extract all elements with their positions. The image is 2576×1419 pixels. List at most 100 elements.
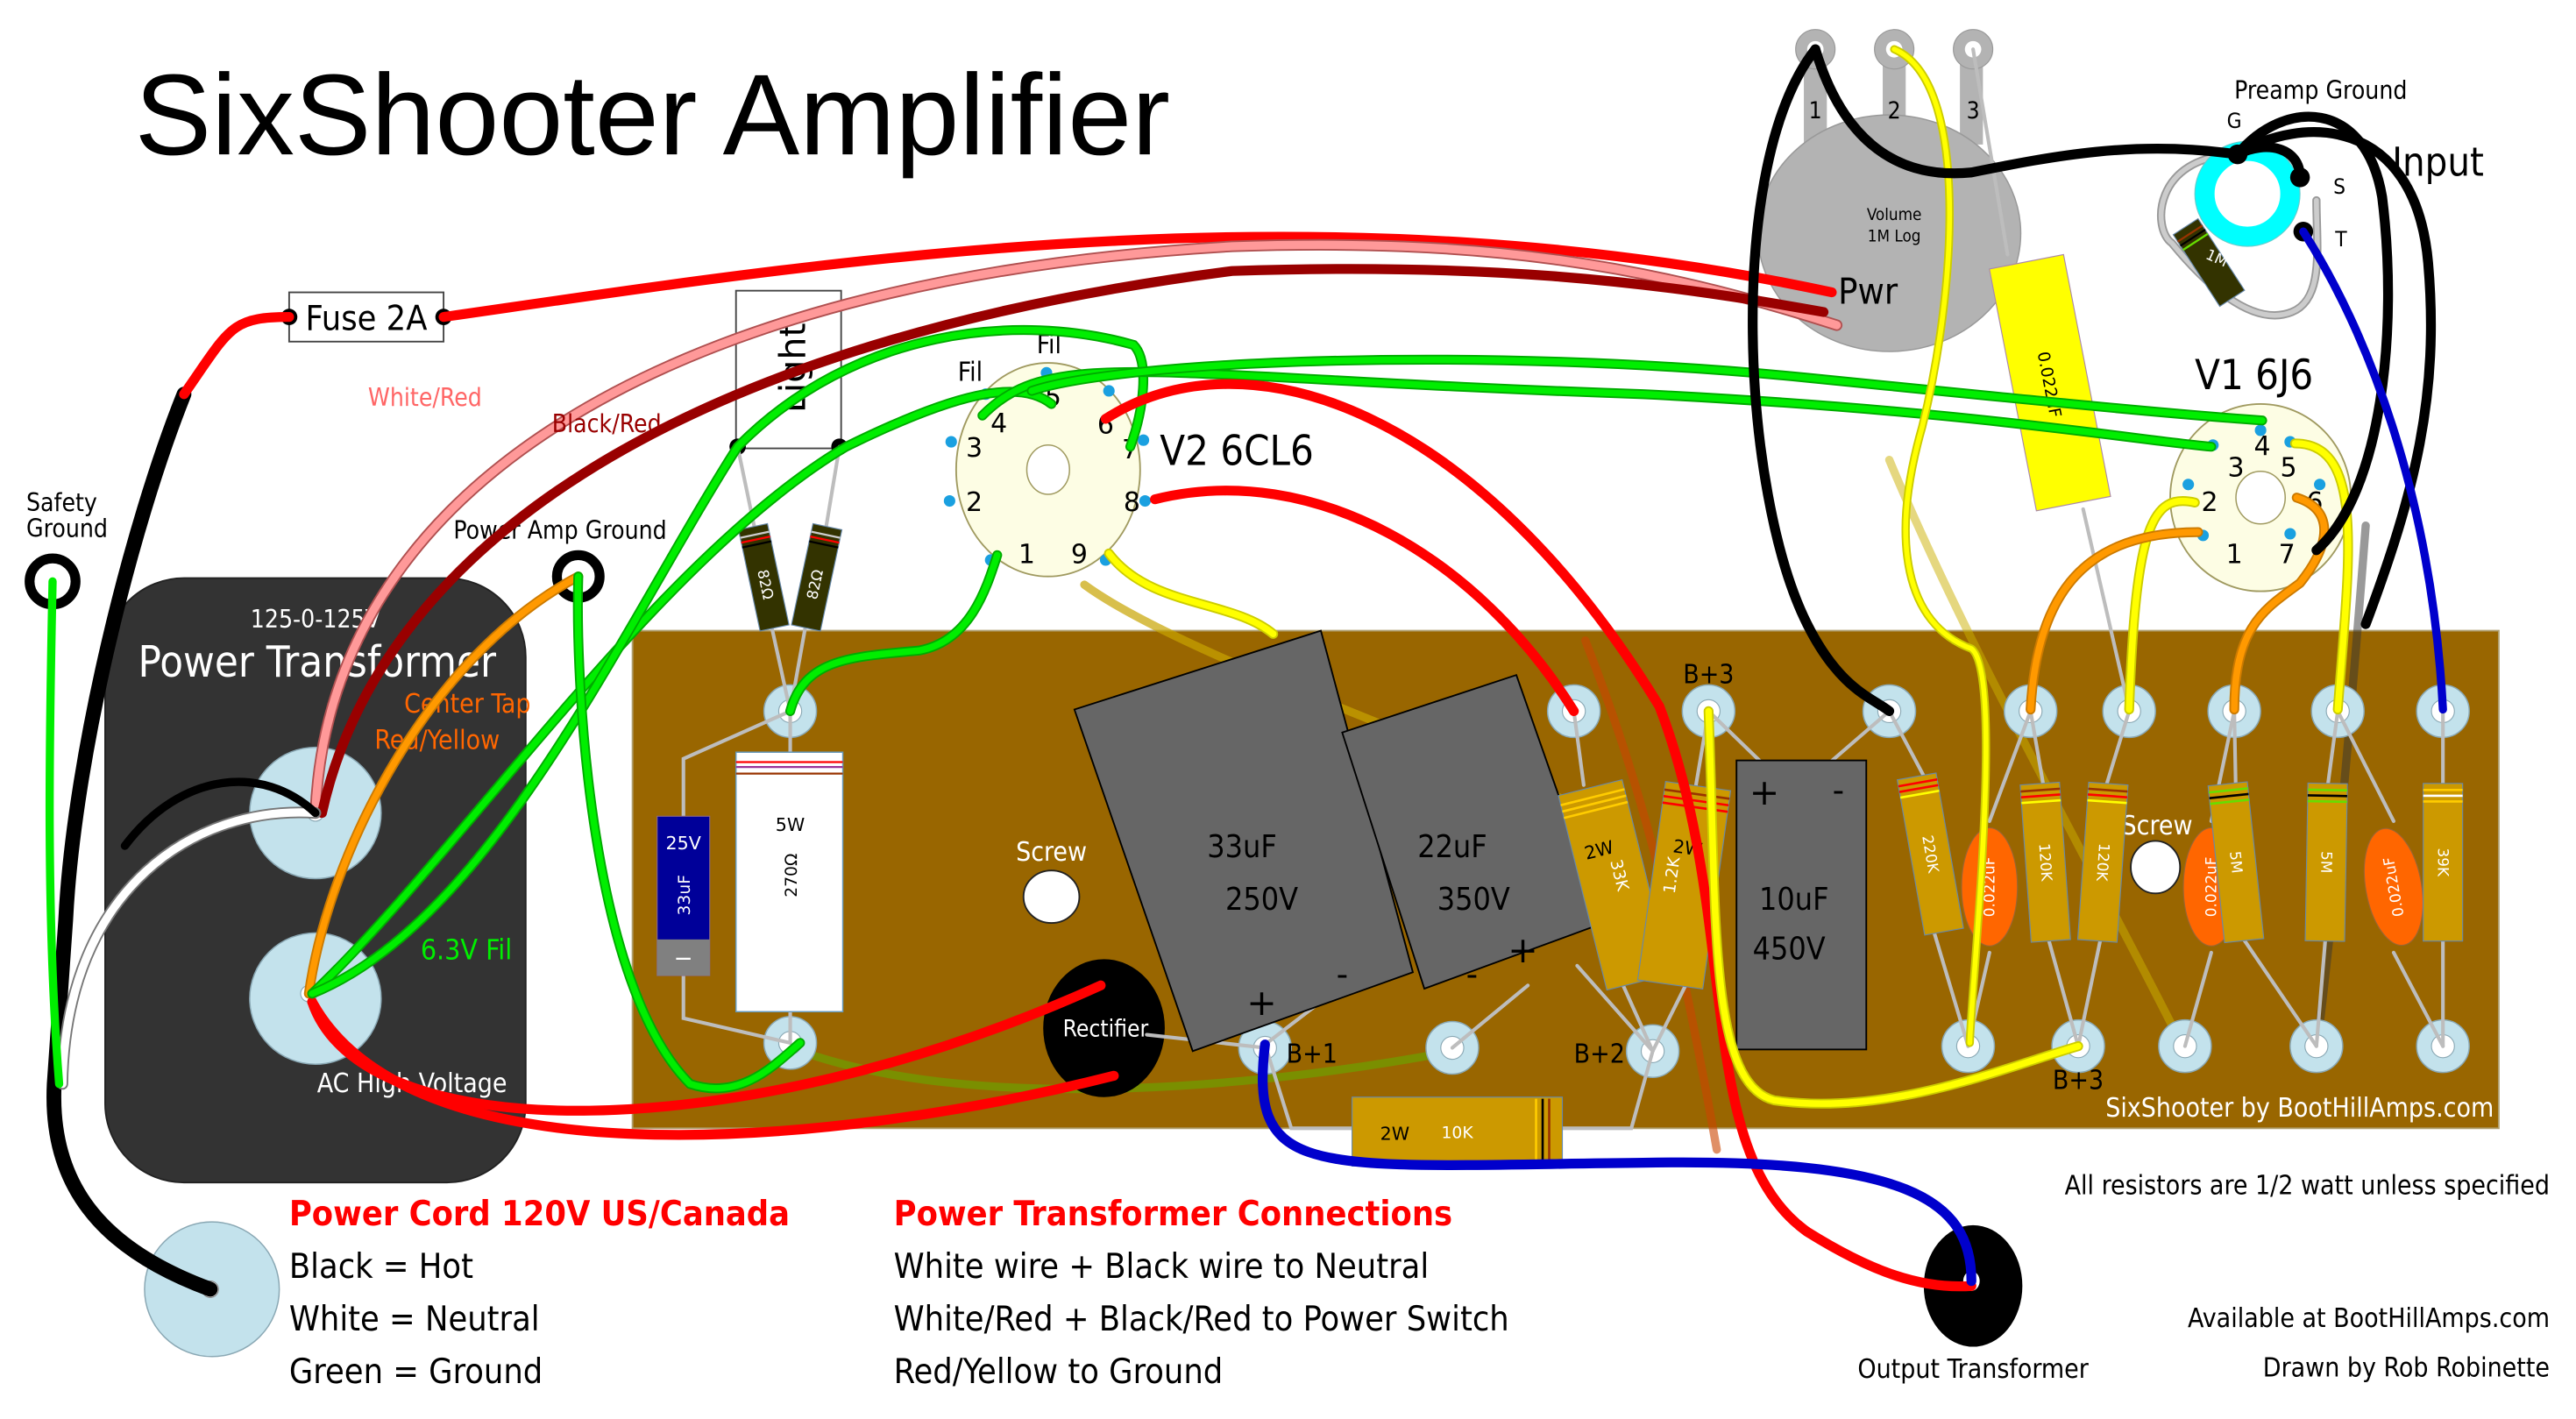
b-plus-3-top-label: B+3	[1683, 660, 1734, 691]
b-plus-1-label: B+1	[1287, 1039, 1338, 1069]
resistor-82-ohm-a[interactable]: 82Ω	[737, 522, 790, 632]
pot-pin-2-label: 2	[1888, 98, 1901, 124]
cap-33uf-value: 33uF	[676, 875, 694, 915]
filament-label-a: Fil	[958, 358, 983, 388]
screw-right: Screw	[2122, 811, 2193, 895]
capacitor-10uf-450v[interactable]: + - 10uF 450V	[1735, 759, 1868, 1051]
pot-pin-3-label: 3	[1967, 98, 1980, 124]
legend-power-cord-line-3: Green = Ground	[289, 1352, 543, 1392]
legend-power-cord-line-2: White = Neutral	[289, 1299, 540, 1339]
safety-ground-label-2: Ground	[26, 514, 108, 543]
filament-63v-label: 6.3V Fil	[421, 933, 512, 966]
tube-pin-number: 3	[2227, 452, 2244, 483]
tube-pin-contact[interactable]	[2314, 479, 2326, 491]
cap-22uf-value: 22uF	[1417, 829, 1487, 865]
v1-tube-label: V1 6J6	[2195, 352, 2313, 400]
tube-pin-contact[interactable]	[2284, 528, 2296, 540]
legend-power-cord-heading: Power Cord 120V US/Canada	[289, 1194, 790, 1234]
resistor-120k-a[interactable]: 120K	[2019, 709, 2081, 1048]
preamp-ground-label: Preamp Ground	[2234, 75, 2407, 104]
tube-pin-number: 9	[1071, 540, 1088, 571]
note-available: Available at BootHillAmps.com	[2188, 1303, 2550, 1334]
tube-pin-number: 4	[990, 408, 1007, 439]
tube-pin-contact[interactable]	[945, 436, 957, 448]
tube-pin-contact[interactable]	[943, 494, 955, 507]
white-red-wire-label: White/Red	[368, 383, 482, 412]
legend-power-cord: Power Cord 120V US/Canada Black = Hot Wh…	[289, 1194, 790, 1392]
note-resistors: All resistors are 1/2 watt unless specif…	[2065, 1170, 2550, 1201]
legend-power-cord-line-1: Black = Hot	[289, 1246, 473, 1287]
b-plus-2-label: B+2	[1574, 1039, 1625, 1069]
resistor-5m-a[interactable]: 5M	[2207, 709, 2318, 1048]
black-red-wire-label: Black/Red	[552, 409, 662, 438]
diagram-title: SixShooter Amplifier	[135, 50, 1170, 179]
cap-22uf-minus: -	[1466, 954, 1479, 993]
cap-10uf-voltage: 450V	[1753, 931, 1826, 967]
resistor-82-ohm-b[interactable]: 82Ω	[791, 522, 843, 632]
cap-22uf-plus: +	[1508, 929, 1538, 971]
cap-33uf-250v-plus: +	[1246, 982, 1277, 1024]
safety-ground-label-1: Safety	[26, 488, 97, 517]
capacitor-22uf-350v[interactable]: 22uF 350V + -	[1341, 673, 1605, 993]
pot-switch-label: Pwr	[1838, 271, 1898, 313]
cap-10uf-value: 10uF	[1759, 882, 1828, 918]
resistor-39k[interactable]: 39K	[2423, 709, 2464, 1048]
screw-right-label: Screw	[2122, 811, 2193, 841]
capacitor-0-022uf-film[interactable]: 0.022uF	[1989, 253, 2111, 512]
output-transformer-label: Output Transformer	[1857, 1354, 2089, 1385]
legend-power-transformer: Power Transformer Connections White wire…	[894, 1194, 1509, 1392]
capacitor-33uf-250v[interactable]: 33uF 250V + -	[1073, 629, 1415, 1053]
resistor-120k-b[interactable]: 120K	[2076, 709, 2132, 1048]
note-drawn-by: Drawn by Rob Robinette	[2263, 1352, 2550, 1383]
tube-pin-contact[interactable]	[2254, 424, 2267, 436]
tube-pin-number: 8	[1124, 487, 1140, 518]
legend-pt-line-3: Red/Yellow to Ground	[894, 1352, 1224, 1392]
red-yellow-label: Red/Yellow	[374, 725, 500, 756]
fuse-holder[interactable]: Fuse 2A	[280, 291, 452, 343]
v2-tube-label: V2 6CL6	[1160, 428, 1314, 475]
capacitor-0-022uf-3[interactable]: 0.022uF	[2336, 709, 2445, 1048]
resistor-10k-value: 10K	[1441, 1125, 1473, 1143]
cap-10uf-minus: -	[1833, 770, 1845, 809]
input-label: Input	[2392, 139, 2484, 186]
tube-pin-number: 1	[1018, 540, 1035, 571]
resistor-5m-b[interactable]: 5M	[2304, 709, 2348, 1048]
board-credit: SixShooter by BootHillAmps.com	[2105, 1093, 2494, 1124]
jack-tip-label: T	[2334, 226, 2347, 252]
tube-pin-contact[interactable]	[1137, 434, 1150, 446]
resistor-33k-2w[interactable]: 2W 33K	[1558, 778, 1671, 991]
pot-value-label: 1M Log	[1868, 227, 1921, 245]
resistor-39k-value: 39K	[2435, 848, 2452, 877]
resistor-120k-a-value: 120K	[2035, 842, 2055, 882]
tube-pin-number: 1	[2226, 540, 2243, 571]
tube-pin-contact[interactable]	[1139, 494, 1151, 507]
tube-pin-number: 4	[2253, 431, 2270, 462]
screw-left-label: Screw	[1016, 837, 1087, 868]
jack-sleeve-label: S	[2333, 174, 2345, 199]
cap-10uf-plus: +	[1749, 771, 1780, 813]
cap-33uf-250v-value: 33uF	[1207, 829, 1276, 865]
cap-33uf-250v-voltage: 250V	[1225, 882, 1298, 918]
resistor-220k[interactable]: 220K	[1887, 709, 1970, 1048]
legend-pt-line-2: White/Red + Black/Red to Power Switch	[894, 1299, 1509, 1339]
resistor-5m-b-value: 5M	[2317, 851, 2335, 874]
b-plus-3-bottom-label: B+3	[2053, 1065, 2104, 1096]
pot-pin-1-label: 1	[1809, 98, 1822, 124]
rectifier-label: Rectifier	[1063, 1016, 1149, 1042]
resistor-10k-watt: 2W	[1380, 1123, 1410, 1144]
resistor-270-ohm-5w[interactable]: 5W 270Ω	[734, 751, 844, 1013]
legend-pt-line-1: White wire + Black wire to Neutral	[894, 1246, 1430, 1287]
tube-pin-number: 7	[2279, 540, 2296, 571]
legend-pt-heading: Power Transformer Connections	[894, 1194, 1452, 1234]
pt-name-label: Power Transformer	[138, 638, 497, 687]
capacitor-0-022uf-2-value: 0.022uF	[2203, 857, 2220, 918]
tube-pin-number: 2	[966, 487, 983, 518]
tube-pin-number: 2	[2201, 487, 2218, 518]
tube-pin-contact[interactable]	[2182, 479, 2195, 491]
fuse-label: Fuse 2A	[306, 299, 428, 339]
tube-pin-contact[interactable]	[1103, 385, 1115, 397]
capacitor-33uf-25v[interactable]: 25V 33uF −	[656, 815, 711, 976]
resistor-10k-2w[interactable]: 2W 10K	[1352, 1096, 1564, 1167]
